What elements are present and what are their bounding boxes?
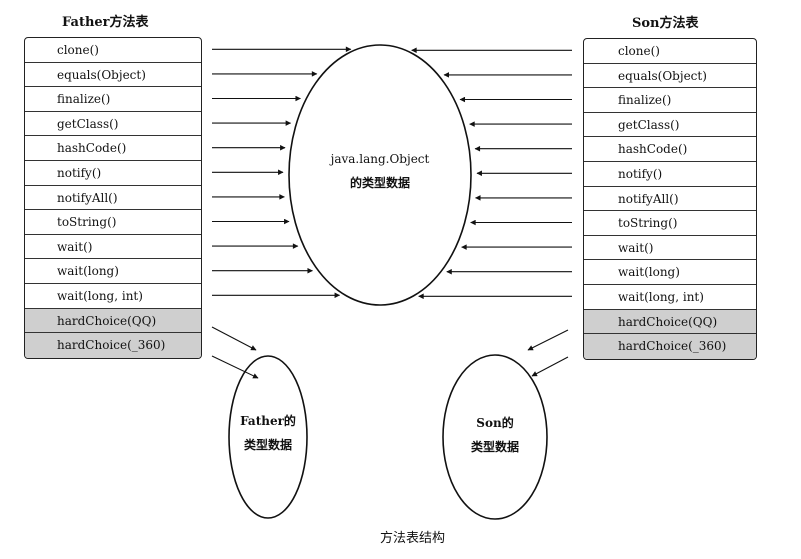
son-method-row: notify() (584, 162, 756, 187)
father-method-row: equals(Object) (25, 63, 201, 88)
son-method-row: equals(Object) (584, 64, 756, 89)
son-method-row: notifyAll() (584, 187, 756, 212)
son-method-row: wait(long) (584, 260, 756, 285)
son-type-ellipse (442, 354, 548, 520)
son-type-label: Son的 类型数据 (455, 411, 535, 459)
father-method-row: wait(long, int) (25, 284, 201, 309)
father-type-name: Father的 (240, 414, 296, 428)
father-type-label: Father的 类型数据 (228, 409, 308, 457)
object-type-label: java.lang.Object 的类型数据 (320, 147, 440, 195)
son-own-method-row: hardChoice(QQ) (584, 309, 756, 335)
father-method-row: notifyAll() (25, 186, 201, 211)
son-type-name: Son的 (476, 416, 514, 430)
father-type-ellipse (228, 355, 308, 519)
son-method-row: clone() (584, 39, 756, 64)
son-method-row: finalize() (584, 88, 756, 113)
son-method-row: getClass() (584, 113, 756, 138)
father-method-row: finalize() (25, 87, 201, 112)
father-own-method-row: hardChoice(_360) (25, 333, 201, 358)
son-own-arrow (527, 329, 569, 351)
father-method-row: clone() (25, 38, 201, 63)
object-type-ellipse (288, 44, 472, 306)
father-own-method-row: hardChoice(QQ) (25, 308, 201, 334)
father-method-row: getClass() (25, 112, 201, 137)
object-type-name: java.lang.Object (330, 152, 430, 166)
son-method-row: hashCode() (584, 137, 756, 162)
father-method-row: wait() (25, 235, 201, 260)
object-type-suffix: 的类型数据 (349, 176, 410, 190)
father-method-row: notify() (25, 161, 201, 186)
figure-caption: 方法表结构 (380, 531, 446, 546)
father-method-row: toString() (25, 210, 201, 235)
son-type-suffix: 类型数据 (470, 440, 519, 454)
father-own-arrow (211, 355, 259, 379)
son-method-table: clone() equals(Object) finalize() getCla… (583, 38, 757, 360)
son-table-title: Son方法表 (632, 16, 699, 31)
son-method-row: toString() (584, 211, 756, 236)
father-table-title: Father方法表 (62, 15, 149, 30)
son-own-arrow (531, 356, 569, 377)
son-method-row: wait() (584, 236, 756, 261)
father-method-table: clone() equals(Object) finalize() getCla… (24, 37, 202, 359)
father-method-row: wait(long) (25, 259, 201, 284)
father-own-arrow (211, 326, 257, 351)
son-method-row: wait(long, int) (584, 285, 756, 310)
father-type-suffix: 类型数据 (243, 438, 292, 452)
father-method-row: hashCode() (25, 136, 201, 161)
son-own-method-row: hardChoice(_360) (584, 334, 756, 359)
